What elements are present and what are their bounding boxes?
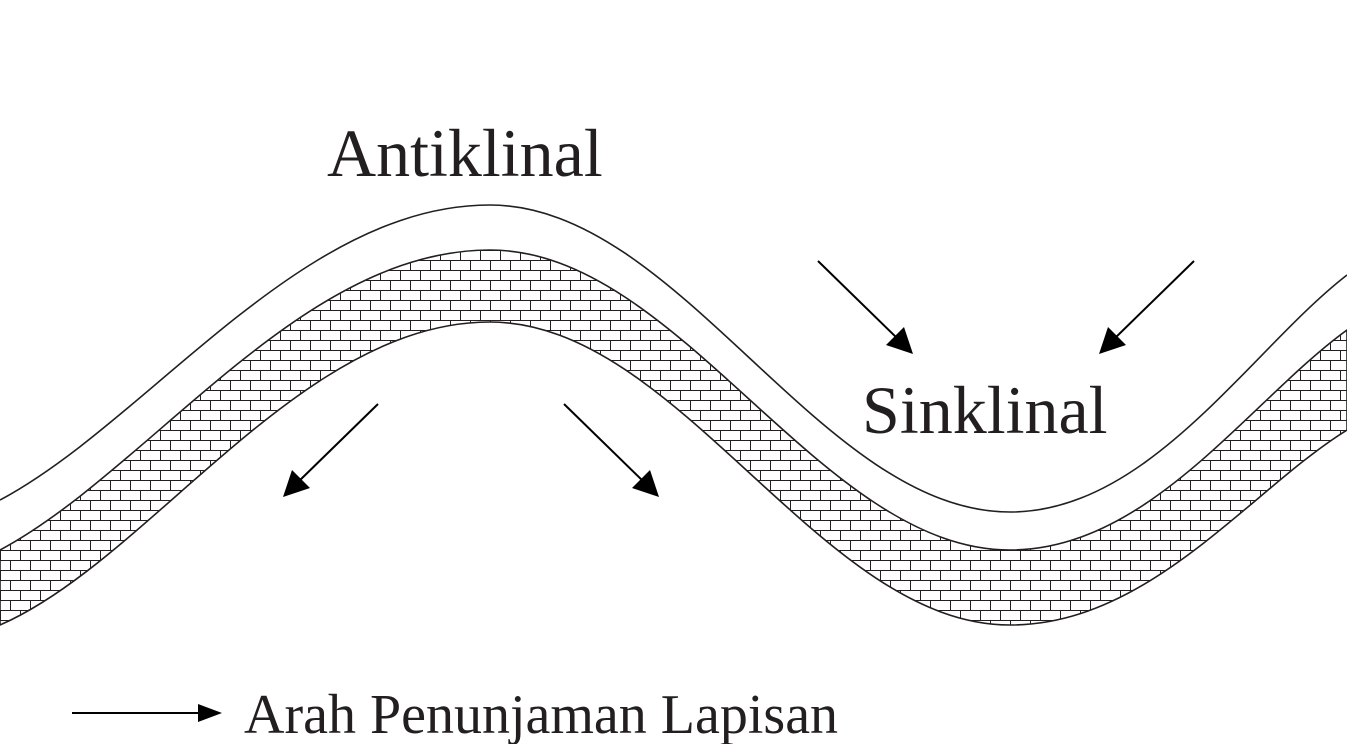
plunge-arrow-syncline-right [1099,260,1195,354]
plunge-arrow-anticline-left [283,403,379,497]
plunge-arrow-anticline-right [563,403,659,497]
top-layer-line [0,204,1347,513]
legend-text: Arah Penunjaman Lapisan [244,684,838,744]
syncline-label: Sinklinal [862,372,1108,448]
legend: Arah Penunjaman Lapisan [72,684,838,744]
plunge-arrow-syncline-left [817,260,913,354]
arrow-right-icon [72,704,222,722]
limestone-layer [0,249,1347,626]
anticline-label: Antiklinal [327,115,603,191]
